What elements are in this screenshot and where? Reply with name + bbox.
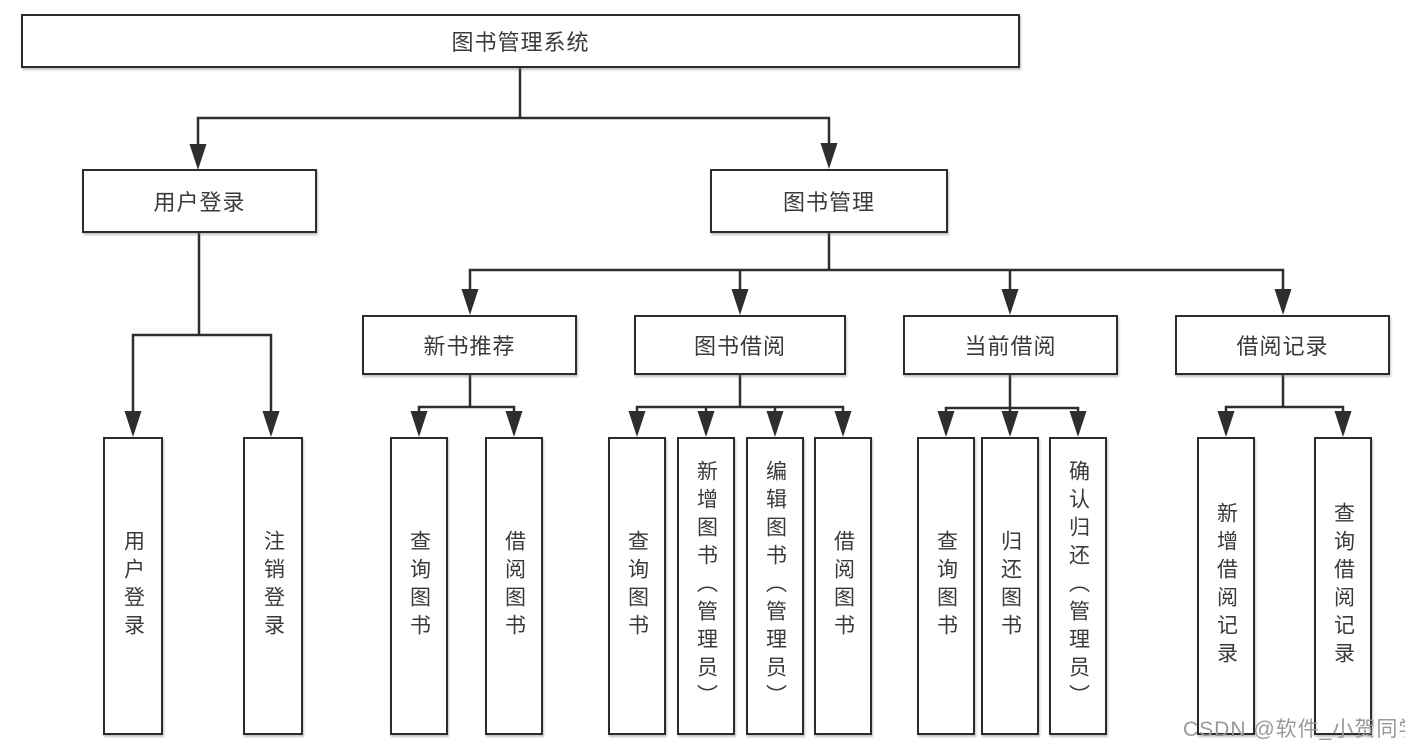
leaf-label: 编辑图书（管理员） (763, 460, 787, 712)
arrow-down-icon (834, 411, 852, 437)
node-current-borrowing: 当前借阅 (903, 315, 1118, 375)
node-book-borrowing: 图书借阅 (634, 315, 846, 375)
connector-current-borrowing-children (937, 373, 1087, 437)
leaf-label: 借阅图书 (831, 530, 855, 642)
leaf-label: 注销登录 (261, 530, 285, 642)
leaf-add-borrow-record: 新增借阅记录 (1197, 437, 1255, 735)
leaf-query-books-current: 查询图书 (917, 437, 975, 735)
leaf-label: 查询图书 (934, 530, 958, 642)
arrow-down-icon (1217, 411, 1235, 437)
connector-book-borrowing-children (628, 373, 852, 437)
arrow-down-icon (628, 411, 646, 437)
arrow-down-icon (124, 411, 142, 437)
arrow-down-icon (1334, 411, 1352, 437)
arrow-down-icon (189, 144, 207, 170)
arrow-down-icon (731, 289, 749, 315)
node-book-management: 图书管理 (710, 169, 948, 233)
leaf-label: 归还图书 (998, 530, 1022, 642)
arrow-down-icon (505, 411, 523, 437)
leaf-confirm-return-admin: 确认归还（管理员） (1049, 437, 1107, 735)
leaf-return-books: 归还图书 (981, 437, 1039, 735)
arrow-down-icon (1001, 289, 1019, 315)
arrow-down-icon (937, 411, 955, 437)
node-root: 图书管理系统 (21, 14, 1020, 68)
leaf-logout: 注销登录 (243, 437, 303, 735)
leaf-query-books-recommend: 查询图书 (390, 437, 448, 735)
arrow-down-icon (1001, 411, 1019, 437)
arrow-down-icon (262, 411, 280, 437)
arrow-down-icon (1069, 411, 1087, 437)
leaf-label: 查询借阅记录 (1331, 502, 1355, 670)
leaf-query-books-borrowing: 查询图书 (608, 437, 666, 735)
leaf-user-login: 用户登录 (103, 437, 163, 735)
leaf-add-book-admin: 新增图书（管理员） (677, 437, 735, 735)
leaf-edit-book-admin: 编辑图书（管理员） (746, 437, 804, 735)
connector-user-login-children (124, 231, 280, 437)
leaf-label: 借阅图书 (502, 530, 526, 642)
leaf-label: 用户登录 (121, 530, 145, 642)
leaf-label: 新增借阅记录 (1214, 502, 1238, 670)
arrow-down-icon (1274, 289, 1292, 315)
node-borrowing-records: 借阅记录 (1175, 315, 1390, 375)
arrow-down-icon (697, 411, 715, 437)
leaf-borrow-books-borrowing: 借阅图书 (814, 437, 872, 735)
arrow-down-icon (461, 289, 479, 315)
leaf-label: 确认归还（管理员） (1066, 460, 1090, 712)
arrow-down-icon (820, 143, 838, 169)
connector-borrowing-records-children (1217, 373, 1352, 437)
arrow-down-icon (410, 411, 428, 437)
connector-book-management-children (461, 231, 1292, 315)
leaf-label: 查询图书 (625, 530, 649, 642)
csdn-watermark: CSDN @软件_小贺同学 (1183, 718, 1405, 741)
arrow-down-icon (766, 411, 784, 437)
connector-root-to-level2 (189, 66, 838, 170)
leaf-label: 新增图书（管理员） (694, 460, 718, 712)
leaf-label: 查询图书 (407, 530, 431, 642)
connector-new-book-children (410, 373, 523, 437)
leaf-borrow-books-recommend: 借阅图书 (485, 437, 543, 735)
node-user-login: 用户登录 (82, 169, 317, 233)
node-new-book-recommendation: 新书推荐 (362, 315, 577, 375)
leaf-query-borrow-record: 查询借阅记录 (1314, 437, 1372, 735)
